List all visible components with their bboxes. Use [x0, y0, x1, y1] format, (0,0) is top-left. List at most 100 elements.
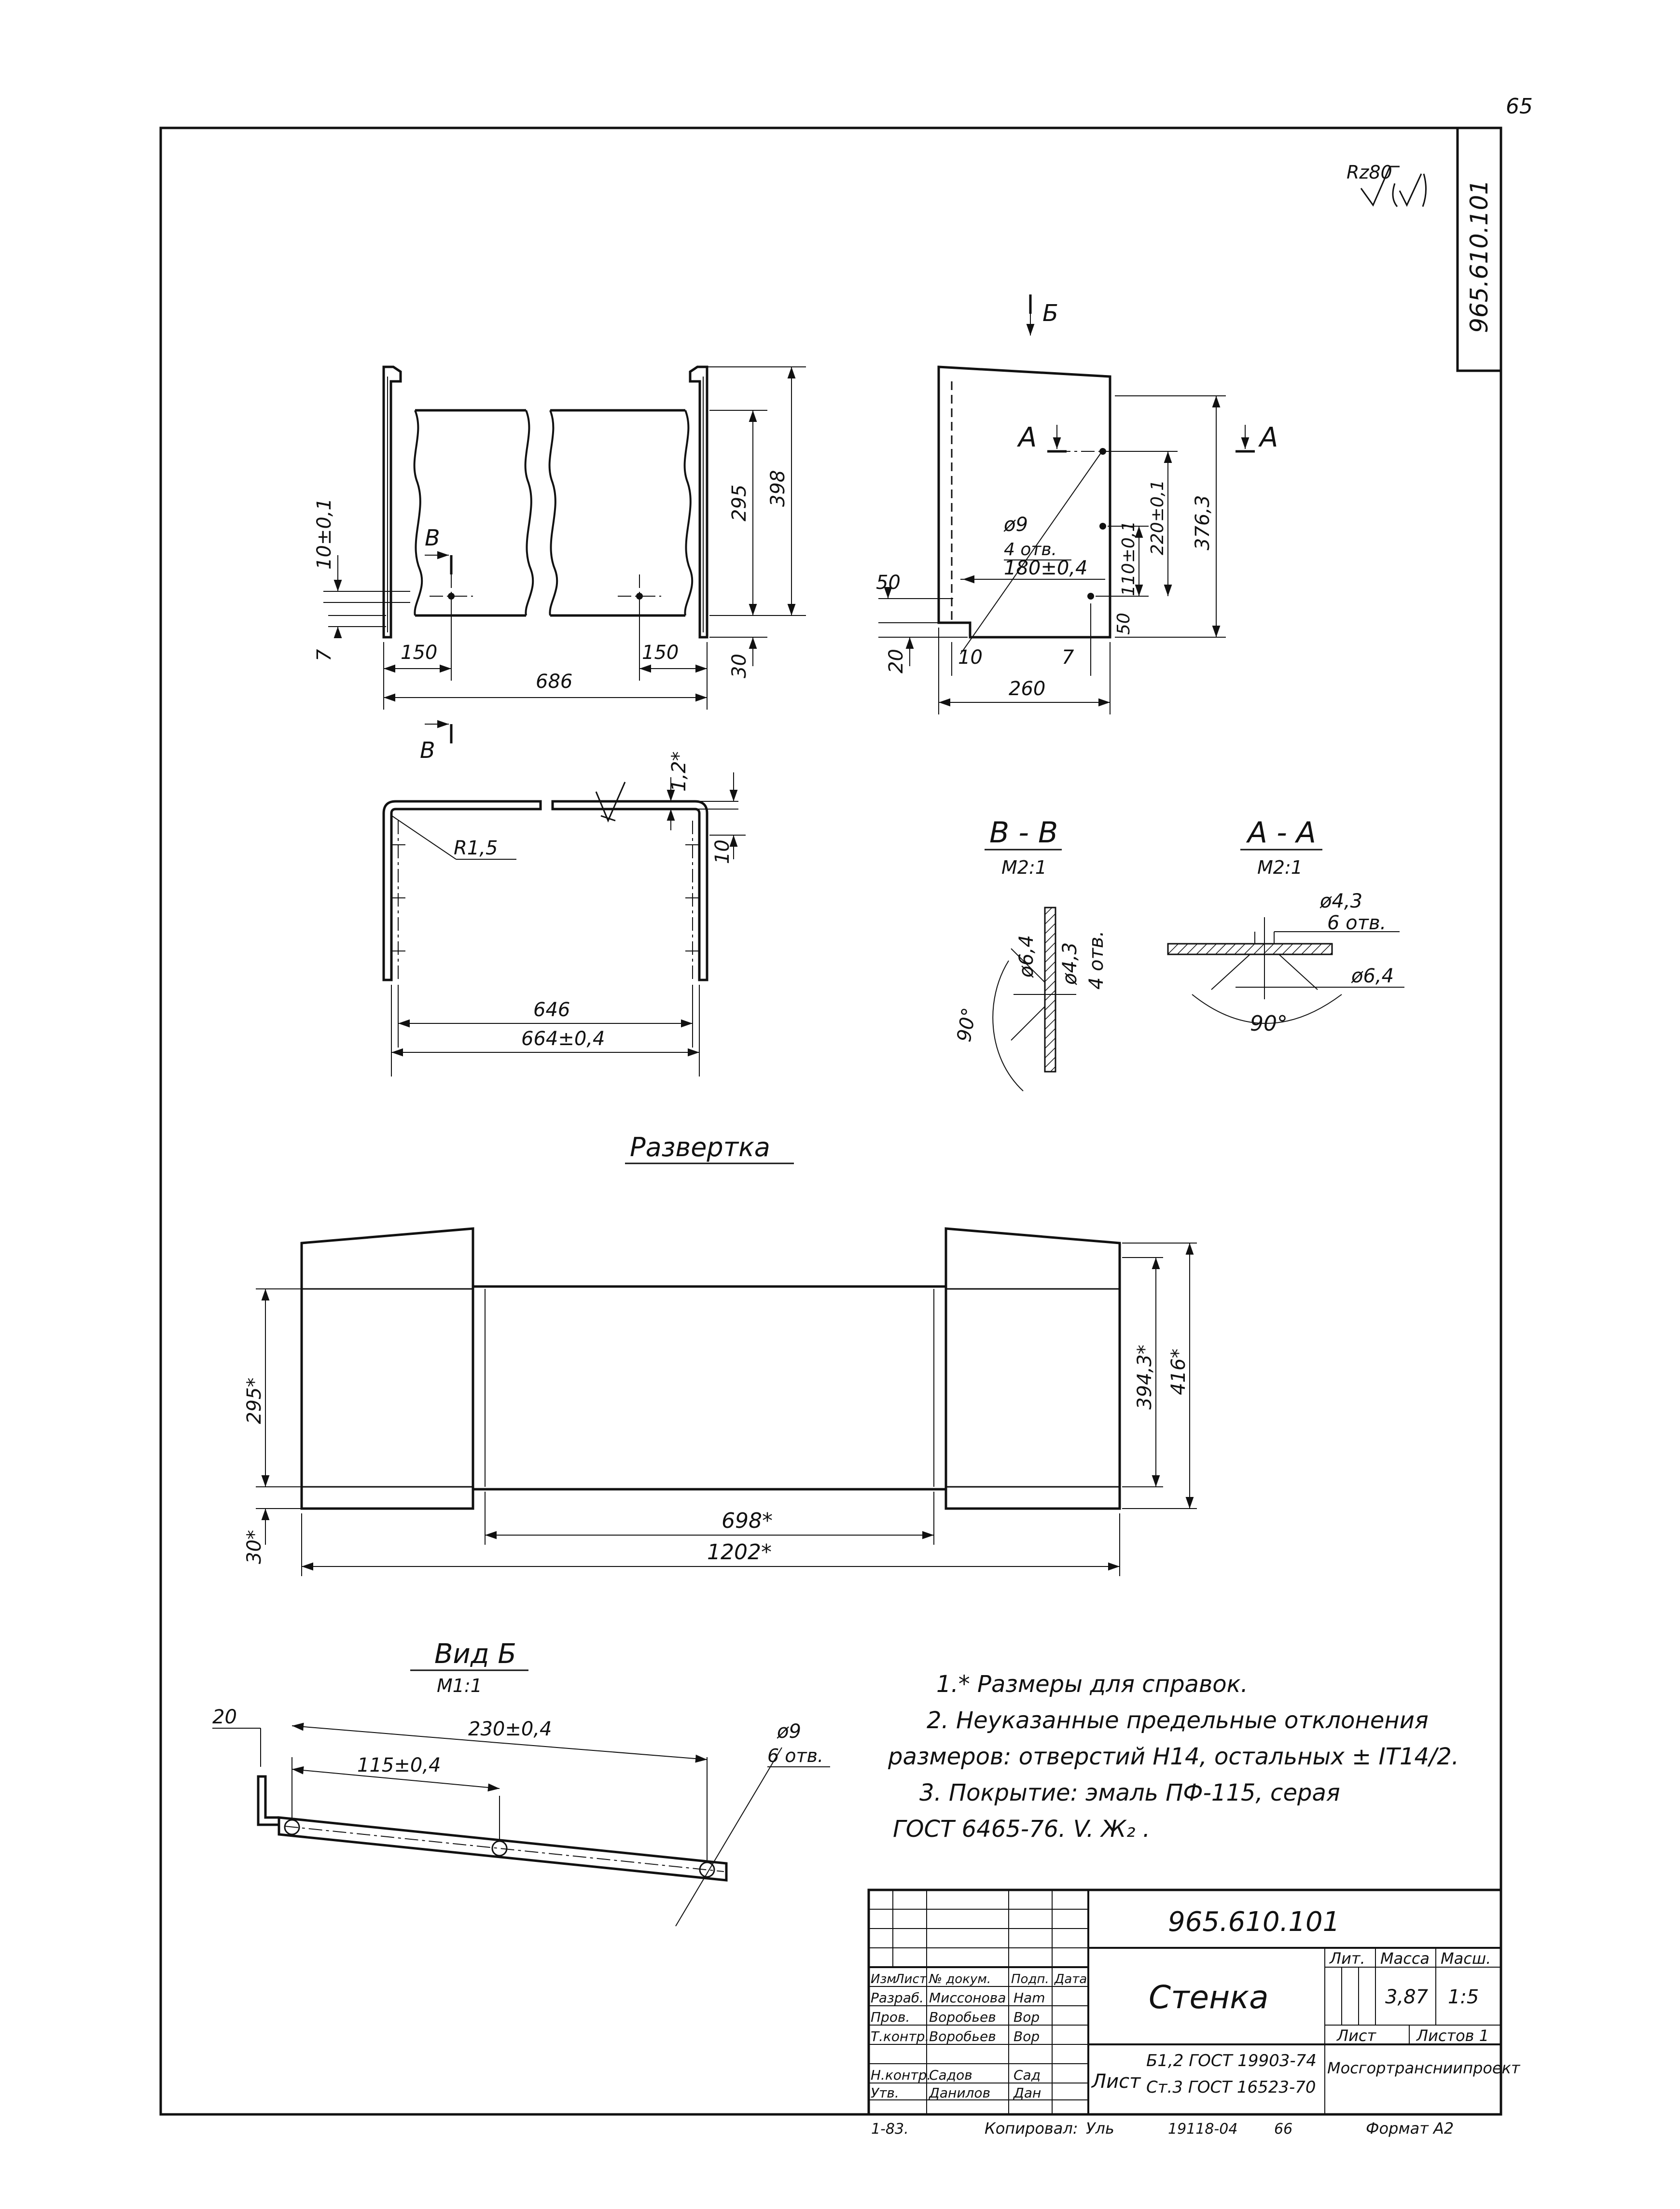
tb-role: Т.контр. — [871, 2028, 929, 2044]
section-vv-dia-43: ø4,3 — [1059, 942, 1081, 985]
tb-signature: Вор — [1014, 2009, 1040, 2025]
tb-designation: 965.610.101 — [1168, 1906, 1340, 1938]
front-dim-10: 10±0,1 — [313, 498, 335, 570]
roughness-value: Rz80 — [1347, 162, 1392, 183]
front-dim-30: 30 — [728, 654, 750, 678]
tb-role: Утв. — [871, 2085, 899, 2101]
section-mark-a-right: А — [1258, 422, 1278, 453]
bottom-line: 1-83. Копировал: Уль 19118-04 66 Формат … — [871, 2119, 1454, 2138]
tb-row: Н.контр. Садов Сад — [871, 2067, 1041, 2083]
top-dim-664: 664±0,4 — [521, 1028, 605, 1050]
section-vv-scale: М2:1 — [1001, 857, 1047, 878]
tb-header-sign: Подп. — [1011, 1972, 1049, 1986]
side-hole-dia: ø9 — [1003, 514, 1028, 536]
tb-header-doc: № докум. — [928, 1972, 991, 1986]
tb-row: Т.контр. Воробьев Вор — [871, 2028, 1040, 2044]
page-number: 65 — [1506, 94, 1533, 119]
bottom-left-code: 1-83. — [871, 2121, 909, 2138]
view-b-dim-115: 115±0,4 — [357, 1754, 441, 1776]
front-dim-7: 7 — [313, 649, 335, 661]
tb-person: Воробьев — [929, 2028, 996, 2044]
view-arrow-b: Б — [1042, 300, 1058, 327]
top-dim-646: 646 — [533, 999, 570, 1021]
section-aa-title: А - А — [1246, 816, 1316, 850]
flat-dim-1202: 1202* — [707, 1540, 772, 1565]
tb-row: Разраб. Миссонова Ham — [871, 1990, 1045, 2006]
tb-scale-label: Масш. — [1441, 1949, 1491, 1968]
top-radius: R1,5 — [454, 837, 498, 859]
tb-header-date: Дата — [1054, 1972, 1087, 1986]
side-hole-count: 4 отв. — [1004, 540, 1057, 559]
front-dim-295: 295 — [728, 485, 750, 521]
note-1: 1.* Размеры для справок. — [936, 1671, 1248, 1698]
tb-signature: Вор — [1014, 2028, 1040, 2044]
top-thickness: 1,2* — [668, 751, 690, 792]
corner-stamp-text: 965.610.101 — [1465, 180, 1493, 333]
side-dim-110: 110±0,1 — [1119, 521, 1139, 596]
hole-mark — [1087, 593, 1094, 600]
drawing-frame — [159, 126, 1502, 2116]
section-vv-angle: 90° — [953, 1006, 981, 1044]
tb-scale: 1:5 — [1448, 1986, 1479, 2008]
section-aa-dia-43: ø4,3 — [1319, 890, 1362, 912]
tb-person: Миссонова — [929, 1990, 1006, 2006]
hole-mark — [1099, 523, 1106, 530]
view-b-title: Вид Б — [434, 1638, 516, 1670]
view-b-count: 6 отв. — [767, 1745, 823, 1766]
section-vv-title: В - В — [989, 816, 1058, 850]
tb-part-name: Стенка — [1149, 1979, 1269, 2016]
flat-title: Развертка — [630, 1132, 770, 1162]
section-mark-v-top: В — [425, 525, 440, 551]
tb-material-1: Б1,2 ГОСТ 19903-74 — [1146, 2051, 1317, 2070]
top-view: R1,5 1,2* 10 646 664±0,4 — [382, 751, 746, 1077]
front-dim-150-right: 150 — [642, 642, 679, 664]
view-b-hole: ø9 — [777, 1720, 801, 1743]
side-dim-7: 7 — [1062, 646, 1074, 669]
section-aa-plate — [1167, 943, 1333, 955]
tb-header-izm: Изм — [871, 1972, 896, 1986]
corner-stamp: 965.610.101 — [1456, 128, 1501, 372]
section-vv: В - В М2:1 ø6,4 ø4,3 4 отв. 90° — [953, 816, 1108, 1091]
view-b-scale: М1:1 — [437, 1675, 482, 1696]
side-dim-260: 260 — [1009, 678, 1045, 700]
note-3: 3. Покрытие: эмаль ПФ-115, серая — [919, 1779, 1340, 1806]
side-dim-20: 20 — [885, 649, 907, 673]
side-dim-50-right: 50 — [1114, 613, 1134, 635]
tb-material-prefix: Лист — [1091, 2070, 1141, 2093]
section-vv-dia-64: ø6,4 — [1015, 935, 1038, 978]
tb-lit-label: Лит. — [1329, 1949, 1365, 1968]
hole-mark — [636, 593, 643, 600]
title-block: 965.610.101 Стенка Изм Лист № докум. Под… — [867, 1888, 1521, 2116]
tb-role: Н.контр. — [871, 2067, 931, 2083]
hole-mark — [491, 1840, 508, 1857]
section-aa-count: 6 отв. — [1327, 912, 1386, 934]
front-dim-398: 398 — [767, 470, 789, 507]
tb-organization: Мосгортрансниипроект — [1327, 2059, 1521, 2077]
tb-person: Данилов — [928, 2085, 990, 2101]
side-dim-376: 376,3 — [1192, 495, 1214, 550]
section-aa-angle: 90° — [1250, 1011, 1288, 1036]
tb-signature: Сад — [1014, 2067, 1041, 2083]
front-view: 10±0,1 7 В В 150 150 686 295 398 30 — [313, 365, 806, 763]
flat-dim-698: 698* — [722, 1509, 773, 1533]
tb-person: Воробьев — [929, 2009, 996, 2025]
tb-sheet-label: Лист — [1336, 2027, 1376, 2045]
flat-dim-295: 295* — [243, 1378, 265, 1424]
side-view: Б А А ø9 4 отв. 180±0,4 50 20 10 7 260 5… — [876, 294, 1278, 714]
view-b-dim-20: 20 — [212, 1706, 237, 1728]
copied-label: Копировал: — [985, 2119, 1078, 2138]
hole-mark — [448, 593, 455, 600]
section-mark-v-bottom: В — [420, 737, 435, 763]
tb-role: Пров. — [871, 2009, 910, 2025]
section-aa-dia-64: ø6,4 — [1351, 965, 1394, 987]
side-dim-10: 10 — [958, 646, 983, 669]
copied-sign: Уль — [1086, 2119, 1114, 2138]
tb-signature: Ham — [1014, 1990, 1045, 2006]
front-dim-686: 686 — [536, 671, 572, 693]
tb-mass: 3,87 — [1385, 1986, 1429, 2008]
tb-sheets-label: Листов 1 — [1416, 2027, 1489, 2045]
side-dim-180: 180±0,4 — [1004, 557, 1087, 579]
tb-row: Пров. Воробьев Вор — [871, 2009, 1040, 2025]
view-b: Вид Б М1:1 20 230±0,4 115±0,4 ø9 6 отв. — [212, 1638, 830, 1927]
